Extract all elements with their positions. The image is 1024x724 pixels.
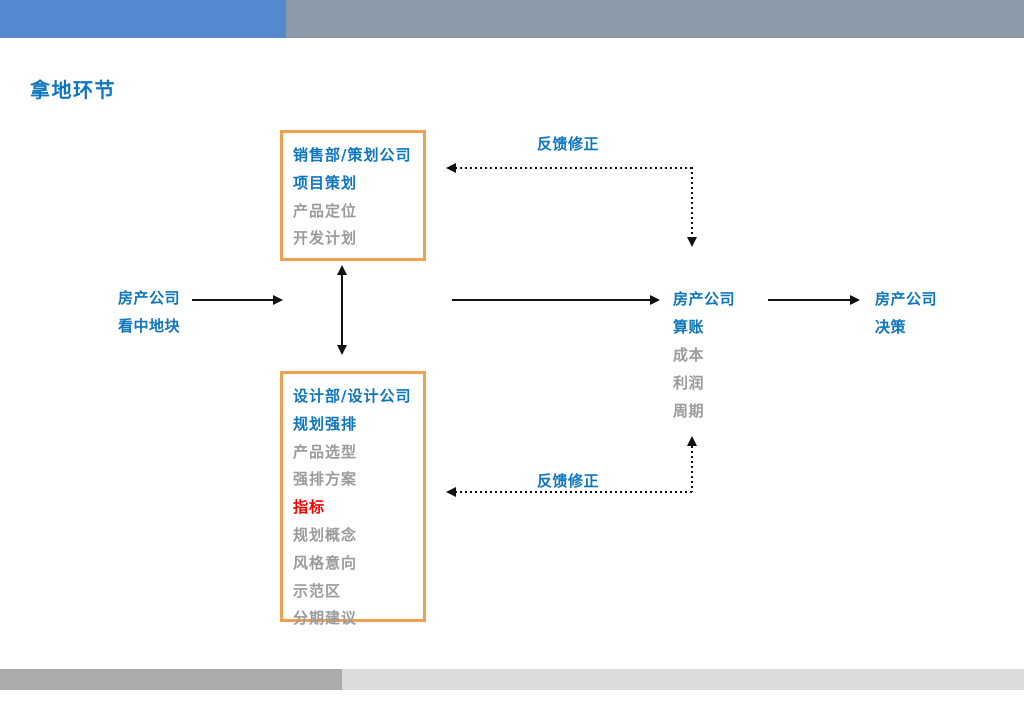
- slide-title: 拿地环节: [30, 78, 116, 102]
- start-company-label: 房产公司: [118, 289, 181, 307]
- dotted-line: [691, 446, 693, 492]
- design-box-item: 强排方案: [293, 470, 358, 489]
- arrowhead-up-icon: [337, 265, 347, 275]
- accounting-item: 成本: [673, 346, 705, 364]
- footer-bar-light: [342, 669, 1024, 690]
- footer-bar-dark: [0, 669, 342, 690]
- accounting-action-label: 算账: [673, 318, 705, 336]
- design-box-item: 规划概念: [293, 525, 358, 544]
- planning-box-task: 项目策划: [293, 173, 358, 192]
- decision-action-label: 决策: [875, 318, 907, 336]
- start-action-label: 看中地块: [118, 317, 181, 335]
- header-bar-gray: [286, 0, 1024, 38]
- planning-box-item: 产品定位: [293, 201, 358, 220]
- design-box-item: 风格意向: [293, 553, 358, 572]
- arrowhead-right-icon: [273, 295, 283, 305]
- design-box-highlight: 指标: [293, 498, 326, 517]
- accounting-item: 利润: [673, 374, 705, 392]
- design-box-task: 规划强排: [293, 414, 358, 433]
- planning-box: 销售部/策划公司 项目策划 产品定位 开发计划: [280, 130, 426, 261]
- feedback-label-top: 反馈修正: [537, 135, 600, 153]
- arrowhead-down-icon: [337, 345, 347, 355]
- arrowhead-up-icon: [687, 436, 697, 446]
- arrow-line: [768, 299, 851, 301]
- arrow-line: [192, 299, 274, 301]
- arrow-line: [341, 273, 343, 345]
- design-box-header: 设计部/设计公司: [293, 387, 412, 405]
- accounting-company-label: 房产公司: [673, 290, 736, 308]
- node-start: 房产公司 看中地块: [118, 284, 180, 340]
- planning-box-item: 开发计划: [293, 229, 358, 248]
- accounting-item: 周期: [673, 402, 705, 420]
- design-box-item: 产品选型: [293, 442, 358, 461]
- arrowhead-left-icon: [446, 163, 456, 173]
- design-box: 设计部/设计公司 规划强排 产品选型 强排方案 指标 规划概念 风格意向 示范区…: [280, 371, 426, 627]
- arrow-line: [452, 299, 651, 301]
- node-decision: 房产公司 决策: [875, 285, 937, 341]
- arrowhead-right-icon: [650, 295, 660, 305]
- decision-company-label: 房产公司: [875, 290, 938, 308]
- arrowhead-left-icon: [446, 487, 456, 497]
- dotted-line: [455, 167, 693, 169]
- feedback-label-bottom: 反馈修正: [537, 472, 600, 490]
- arrowhead-right-icon: [850, 295, 860, 305]
- dotted-line: [691, 167, 693, 239]
- header-bar-blue: [0, 0, 286, 38]
- design-box-item: 示范区: [293, 581, 342, 600]
- dotted-line: [455, 491, 693, 493]
- arrowhead-down-icon: [687, 237, 697, 247]
- planning-box-header: 销售部/策划公司: [293, 146, 412, 164]
- node-accounting: 房产公司 算账 成本 利润 周期: [673, 285, 735, 425]
- design-box-item: 分期建议: [293, 609, 358, 628]
